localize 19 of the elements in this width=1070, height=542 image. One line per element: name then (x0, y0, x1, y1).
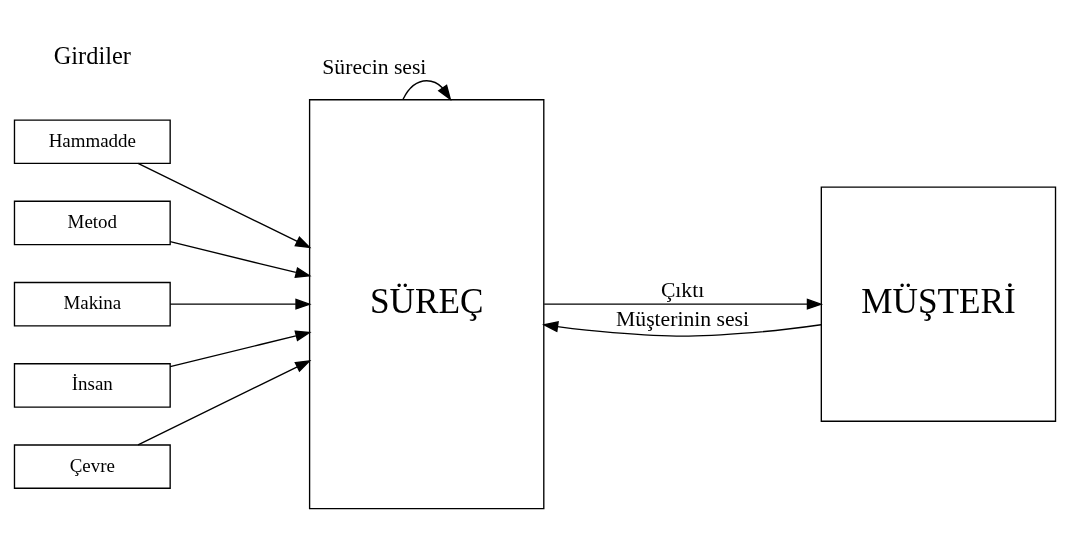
edge-label: Müşterinin sesi (616, 306, 750, 331)
node-box: SÜREÇ (308, 99, 545, 510)
node-box: Hammadde (13, 119, 171, 165)
arrow (137, 360, 312, 446)
edge-label: Çıktı (660, 278, 705, 303)
arrow (402, 80, 452, 101)
node-box: MÜŞTERİ (820, 186, 1057, 422)
node-box: Metod (13, 200, 171, 246)
label: Girdiler (53, 41, 131, 69)
node-box: İnsan (13, 363, 171, 408)
arrow (169, 330, 312, 368)
arrow (543, 298, 824, 310)
node-box: Makina (13, 281, 171, 327)
arrow (169, 298, 312, 310)
edge-label: Sürecin sesi (322, 54, 427, 79)
arrow (137, 162, 312, 249)
arrow (542, 321, 822, 337)
arrow (169, 241, 312, 278)
node-box: Çevre (13, 444, 171, 489)
